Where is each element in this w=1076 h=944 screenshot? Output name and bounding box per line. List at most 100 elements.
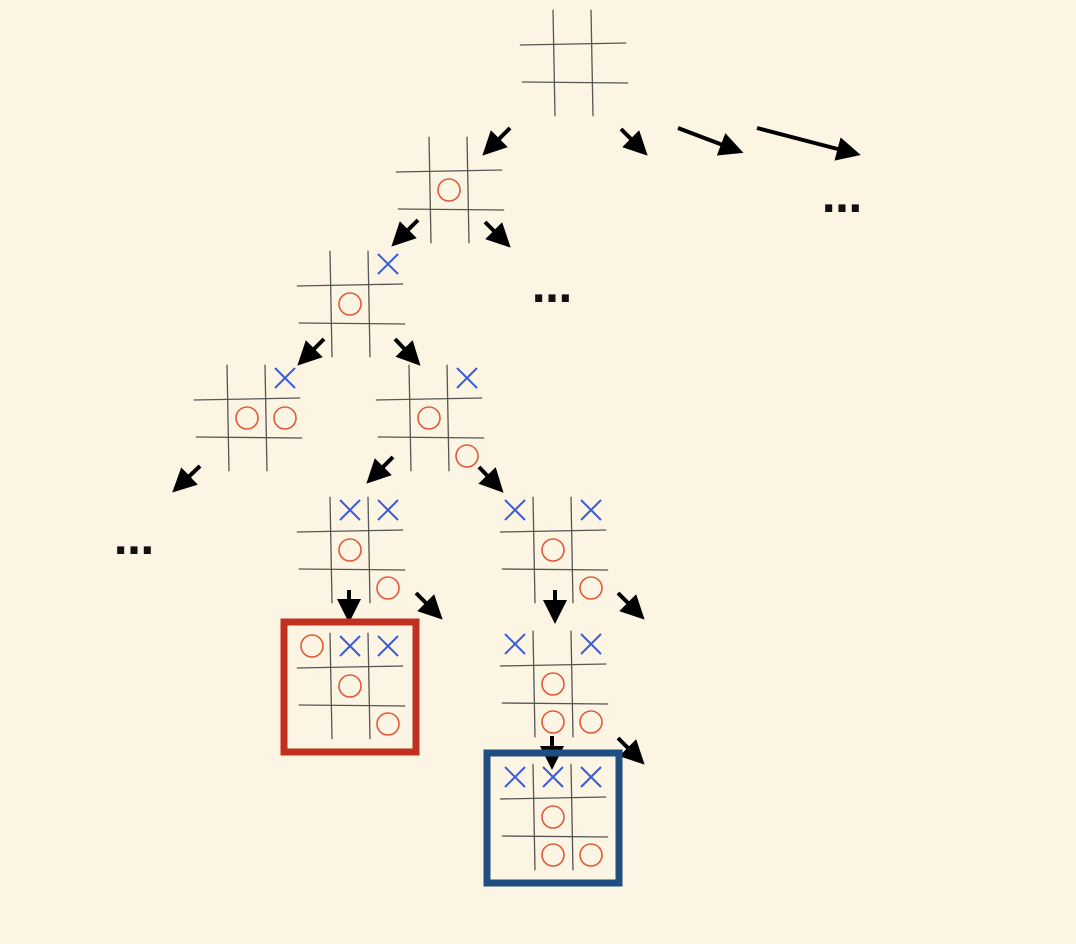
o-mark-icon	[338, 674, 362, 698]
board-b2	[296, 250, 406, 358]
grid-line	[532, 763, 536, 871]
grid-line	[499, 529, 607, 533]
o-mark-icon	[417, 406, 441, 430]
grid-line	[375, 397, 483, 401]
arrow	[172, 464, 202, 493]
grid-line	[521, 81, 629, 84]
grid-line	[329, 250, 333, 358]
arrow	[483, 220, 511, 248]
board-b6	[483, 749, 623, 887]
grid-line	[408, 364, 412, 472]
o-mark-icon	[579, 710, 603, 734]
x-mark-icon	[504, 499, 526, 521]
grid-line	[226, 364, 230, 472]
x-mark-icon	[377, 635, 399, 657]
board-root	[519, 9, 629, 117]
o-mark-icon	[338, 538, 362, 562]
o-mark-icon	[579, 843, 603, 867]
o-mark-icon	[273, 406, 297, 430]
grid-line	[428, 136, 432, 244]
x-mark-icon	[542, 766, 564, 788]
o-mark-icon	[376, 712, 400, 736]
ellipsis-left: …	[114, 518, 154, 564]
grid-line	[466, 136, 470, 244]
board-b3-right	[375, 364, 485, 472]
grid-line	[519, 42, 627, 46]
arrow	[477, 465, 504, 493]
arrow	[677, 126, 744, 156]
o-mark-icon	[338, 292, 362, 316]
ellipsis-mid: …	[532, 266, 572, 312]
arrows	[172, 126, 861, 770]
o-mark-icon	[541, 843, 565, 867]
grid-line	[298, 704, 406, 707]
grid-line	[395, 169, 503, 173]
grid-line	[532, 630, 536, 738]
grid-line	[501, 702, 609, 705]
board-b5-right	[499, 630, 609, 738]
board-b1	[395, 136, 505, 244]
grid-line	[590, 9, 594, 117]
arrow	[616, 591, 645, 620]
o-mark-icon	[579, 576, 603, 600]
grid-line	[499, 796, 607, 800]
grid-line	[298, 568, 406, 571]
o-mark-icon	[541, 710, 565, 734]
arrow	[414, 591, 443, 620]
grid-line	[552, 9, 556, 117]
arrow	[393, 337, 421, 366]
grid-line	[570, 763, 574, 871]
o-mark-icon	[541, 805, 565, 829]
arrow	[482, 126, 512, 156]
grid-line	[296, 529, 404, 533]
grid-line	[499, 663, 607, 667]
board-b4-right	[499, 496, 609, 604]
grid-line	[329, 632, 333, 740]
board-b4-left	[296, 496, 406, 604]
arrow	[619, 127, 648, 156]
grid-line	[367, 250, 371, 358]
x-mark-icon	[377, 253, 399, 275]
grid-line	[532, 496, 536, 604]
x-mark-icon	[504, 633, 526, 655]
board-b3-left	[193, 364, 303, 472]
board-b5-left	[280, 618, 420, 756]
grid-line	[570, 496, 574, 604]
highlight-box-o_win	[280, 618, 420, 756]
x-mark-icon	[339, 499, 361, 521]
ellipses: … … …	[114, 176, 862, 564]
grid-line	[296, 283, 404, 287]
boards	[193, 9, 629, 887]
grid-line	[296, 665, 404, 669]
x-mark-icon	[580, 766, 602, 788]
grid-line	[446, 364, 450, 472]
x-mark-icon	[580, 633, 602, 655]
x-mark-icon	[580, 499, 602, 521]
arrow	[756, 126, 861, 161]
grid-line	[377, 436, 485, 439]
o-mark-icon	[541, 538, 565, 562]
grid-line	[195, 436, 303, 439]
arrow	[297, 337, 326, 366]
grid-line	[329, 496, 333, 604]
grid-line	[570, 630, 574, 738]
grid-line	[367, 496, 371, 604]
x-mark-icon	[456, 367, 478, 389]
grid-line	[264, 364, 268, 472]
o-mark-icon	[437, 178, 461, 202]
grid-line	[193, 397, 301, 401]
o-mark-icon	[541, 672, 565, 696]
o-mark-icon	[235, 406, 259, 430]
x-mark-icon	[377, 499, 399, 521]
arrow	[366, 455, 395, 484]
o-mark-icon	[376, 576, 400, 600]
grid-line	[298, 322, 406, 325]
x-mark-icon	[504, 766, 526, 788]
arrow	[616, 736, 645, 765]
grid-line	[501, 835, 609, 838]
o-mark-icon	[300, 634, 324, 658]
x-mark-icon	[274, 367, 296, 389]
highlight-box-x_win	[483, 749, 623, 887]
grid-line	[501, 568, 609, 571]
